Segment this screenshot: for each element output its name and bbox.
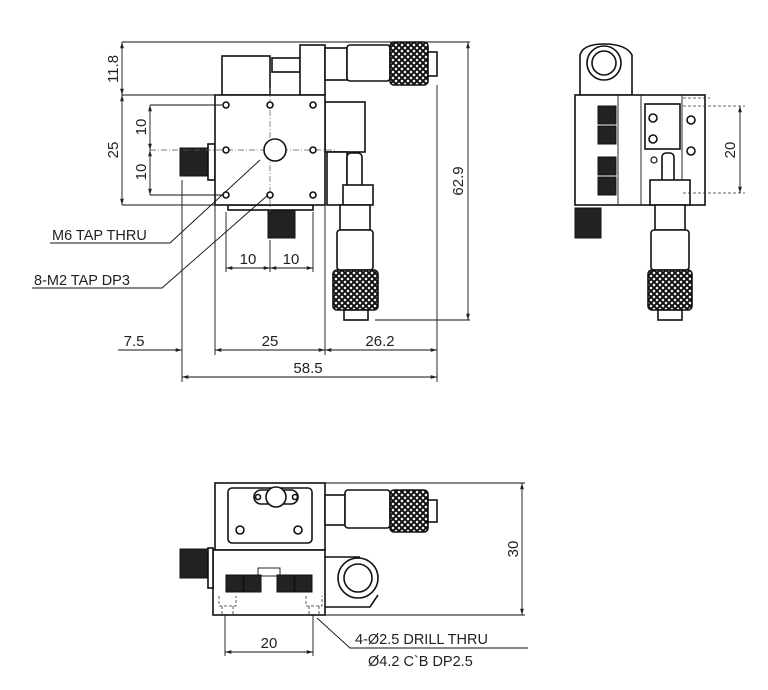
m2-tap-holes [222, 101, 317, 199]
micrometer-barrel-right [339, 204, 371, 231]
spindle [271, 57, 301, 73]
micrometer-knob-front [389, 489, 429, 533]
lock-collar-left [207, 143, 216, 181]
top-view: 11.8 25 10 10 62.9 10 10 7.5 25 26.2 58.… [32, 41, 470, 382]
dim-plate-height: 25 [105, 142, 122, 159]
micrometer-sleeve [346, 44, 391, 82]
micrometer-tip-right [343, 309, 369, 321]
dim-overall-width: 58.5 [293, 360, 322, 377]
callout-center-hole: M6 TAP THRU [52, 228, 147, 244]
callout-drill-line2: Ø4.2 C`B DP2.5 [368, 654, 473, 670]
dim-right-offset: 26.2 [365, 333, 394, 350]
screw-blocks-front [225, 574, 313, 593]
dim-side-hole-pitch: 20 [722, 142, 739, 159]
micrometer-knob-top [389, 41, 429, 86]
m6-center-hole [263, 138, 287, 162]
dim-hole-pitch-x-right: 10 [283, 251, 300, 268]
lock-knob-side [574, 207, 602, 239]
side-block [324, 101, 366, 153]
upper-block [221, 55, 271, 96]
callout-mount-holes: 8-M2 TAP DP3 [34, 273, 130, 289]
dim-top-offset: 11.8 [105, 55, 122, 83]
lock-knob-front [179, 548, 209, 579]
spindle-right [346, 152, 363, 189]
screw-blocks [597, 105, 617, 196]
dim-hole-pitch-upper: 10 [133, 119, 150, 136]
micrometer-knob-right [332, 269, 379, 311]
lock-knob-left [179, 147, 209, 177]
micrometer-sleeve-right [336, 229, 374, 271]
dim-plate-width: 25 [262, 333, 279, 350]
side-view: 20 [574, 43, 745, 321]
lock-knob-bottom [267, 209, 296, 239]
dim-hole-pitch-lower: 10 [133, 164, 150, 181]
micrometer-mount-right [342, 184, 374, 206]
dim-overall-height: 62.9 [450, 166, 467, 195]
dim-hole-pitch-x-left: 10 [240, 251, 257, 268]
dim-front-hole-pitch: 20 [261, 635, 278, 652]
dim-front-height: 30 [505, 541, 522, 558]
micrometer-mount [299, 44, 326, 96]
dim-left-offset: 7.5 [124, 333, 145, 350]
front-view: 30 20 4-Ø2.5 DRILL THRU Ø4.2 C`B DP2.5 [179, 482, 528, 670]
micrometer-barrel [324, 47, 348, 81]
micrometer-tip [427, 51, 438, 77]
side-holes [648, 113, 696, 164]
micrometer-knob-side [647, 269, 693, 311]
callout-drill-line1: 4-Ø2.5 DRILL THRU [355, 632, 488, 648]
